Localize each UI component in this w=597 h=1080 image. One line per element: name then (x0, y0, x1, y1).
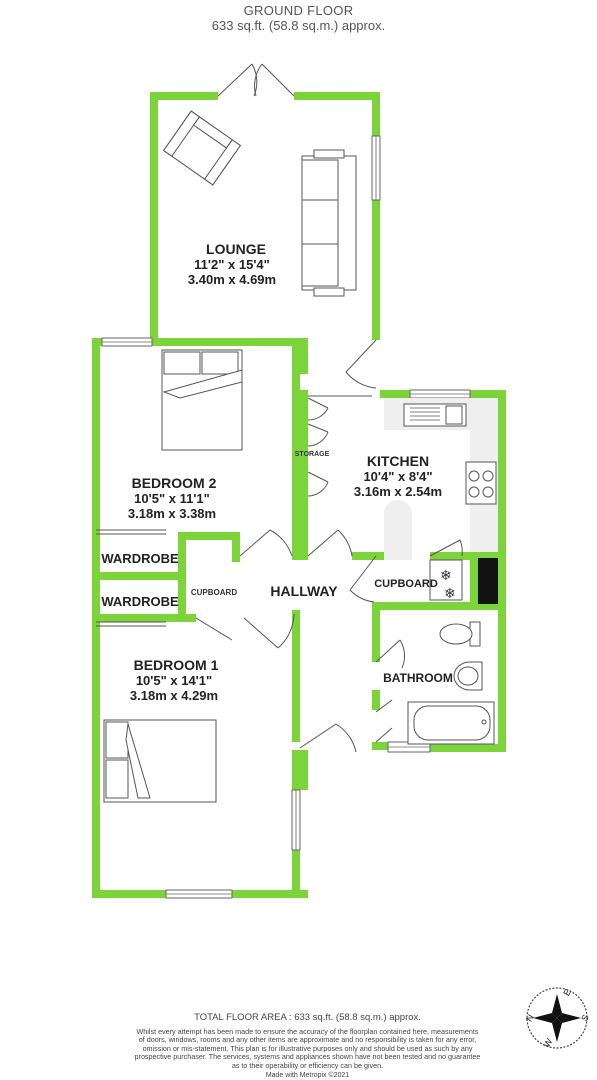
compass-w: W (542, 1036, 555, 1049)
made-with-credit: Made with Metropix ©2021 (265, 1072, 350, 1079)
kitchen-fittings: ❄ ❄ (384, 398, 498, 602)
hallway-label: HALLWAY (270, 583, 338, 599)
basin-icon (453, 661, 483, 691)
disclaimer: Whilst every attempt has been made to en… (110, 1027, 505, 1070)
lounge-imperial: 11'2" x 15'4" (194, 257, 270, 272)
double-bed-icon (161, 349, 243, 451)
window-glazing-lines (102, 136, 470, 895)
cupboard-right-label: CUPBOARD (374, 578, 438, 590)
kitchen-imperial: 10'4" x 8'4" (363, 469, 432, 484)
toilet-icon (439, 621, 481, 647)
kitchen-metric: 3.16m x 2.54m (354, 484, 442, 499)
disclaimer-line: Whilst every attempt has been made to en… (136, 1027, 479, 1036)
doors (195, 63, 463, 753)
disclaimer-line: of doors, windows, rooms and any other i… (138, 1035, 477, 1045)
draining-board (410, 407, 440, 421)
floor-title: GROUND FLOOR (243, 3, 354, 18)
disclaimer-line: as to their operability or efficiency ca… (231, 1060, 384, 1070)
storage-label: STORAGE (295, 451, 330, 458)
bath-icon (407, 701, 495, 745)
svg-text:❄: ❄ (444, 586, 456, 602)
double-bed-icon-bedroom1 (103, 719, 217, 803)
bedroom2-label: BEDROOM 2 (132, 475, 217, 491)
wardrobe-upper-label: WARDROBE (101, 551, 179, 566)
bedroom2-metric: 3.18m x 3.38m (128, 506, 216, 521)
wardrobe-rails (96, 529, 166, 627)
cupboard-left-label: CUPBOARD (191, 588, 237, 597)
hob-icon (465, 461, 497, 505)
lounge-metric: 3.40m x 4.69m (188, 272, 276, 287)
compass-n: N (524, 1013, 536, 1024)
disclaimer-line: omission or mis-statement. This plan is … (142, 1043, 473, 1053)
total-floor-area: TOTAL FLOOR AREA : 633 sq.ft. (58.8 sq.m… (194, 1012, 421, 1023)
disclaimer-line: prospective purchaser. The services, sys… (134, 1052, 481, 1062)
bathroom-label: BATHROOM (383, 671, 453, 685)
svg-text:❄: ❄ (440, 568, 452, 584)
bedroom1-imperial: 10'5" x 14'1" (136, 673, 212, 688)
bedroom1-label: BEDROOM 1 (134, 657, 219, 673)
compass-e: E (561, 987, 573, 997)
bathroom-fittings (407, 621, 495, 745)
island-icon (384, 500, 412, 560)
floor-area-subtitle: 633 sq.ft. (58.8 sq.m.) approx. (211, 18, 386, 33)
kitchen-label: KITCHEN (367, 453, 429, 469)
furniture (96, 110, 357, 803)
walls (92, 92, 506, 898)
fridge-freezer-icon: ❄ ❄ (429, 559, 463, 602)
lounge-label: LOUNGE (206, 241, 266, 257)
armchair-icon (162, 110, 242, 186)
compass-s: S (579, 1013, 591, 1023)
chimney-block (478, 558, 498, 604)
sofa-icon (301, 149, 357, 297)
bedroom2-imperial: 10'5" x 11'1" (134, 491, 210, 506)
bedroom1-metric: 3.18m x 4.29m (130, 688, 218, 703)
wardrobe-lower-label: WARDROBE (101, 594, 179, 609)
compass-icon: N E S W (524, 987, 591, 1049)
